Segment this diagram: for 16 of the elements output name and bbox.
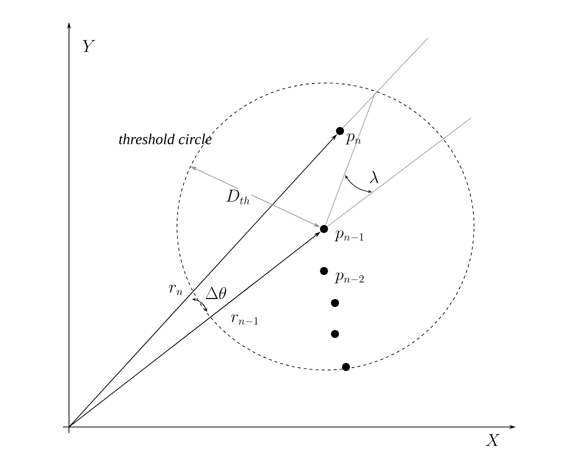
point-dot: [336, 127, 344, 135]
point-dot: [331, 298, 339, 307]
angle-label: $\Delta\theta$: [206, 286, 226, 300]
edge-label: $D_{th}$: [224, 188, 252, 206]
point-label: $p_{n-1}$: [334, 230, 364, 242]
edge-label: $r_{n-1}$: [230, 314, 260, 326]
point-dot: [342, 362, 350, 371]
point-dot: [331, 330, 339, 338]
axis-label: $Y$: [82, 40, 96, 52]
angle-label: $\lambda$: [370, 171, 378, 184]
axis-label: $X$: [486, 434, 500, 446]
point-dot: [320, 225, 328, 233]
edge-label: $r_{n}$: [168, 284, 184, 296]
point-label: $p_{n-2}$: [334, 272, 364, 284]
point-dot: [320, 267, 328, 275]
point-label: $p_{n}$: [346, 133, 361, 144]
